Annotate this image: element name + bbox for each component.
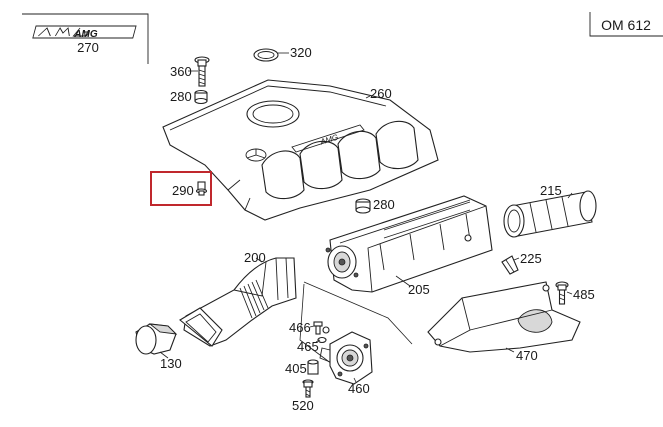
label-320: 320 [290,45,312,60]
part-205-intake-housing[interactable]: 205 [325,195,493,297]
label-260: 260 [370,86,392,101]
part-280-grommet-lower[interactable]: 280 [355,197,395,214]
part-130-duct-end[interactable]: 130 [135,323,182,371]
assembly-leader-lines [299,281,413,371]
part-466-bolt[interactable]: 466 [289,320,330,335]
amg-logo-box[interactable]: AMG 270 [22,13,149,64]
amg-logo-icon: AMG [32,25,137,40]
label-280-lower: 280 [373,197,395,212]
part-200-air-duct[interactable]: 200 [179,250,297,347]
part-290-fastener[interactable]: 290 [150,171,212,206]
part-360-bolt[interactable]: 360 [170,56,210,87]
label-130: 130 [160,356,182,371]
part-485-bolt[interactable]: 485 [555,281,595,305]
part-280-grommet-upper[interactable]: 280 [170,89,208,105]
part-465-washer[interactable]: 465 [297,336,327,355]
engine-code: OM 612 [601,17,651,33]
label-405: 405 [285,361,307,376]
highlight-box-290 [150,171,212,206]
label-280-upper: 280 [170,89,192,104]
part-460-throttle-body[interactable]: 460 [319,331,373,396]
label-215: 215 [540,183,562,198]
amg-logo-text: AMG [73,29,98,40]
label-200: 200 [244,250,266,265]
part-225-clip[interactable]: 225 [501,251,542,275]
label-465: 465 [297,339,319,354]
label-205: 205 [408,282,430,297]
fastener-290-icon [195,181,208,196]
part-405-sleeve[interactable]: 405 [285,359,319,376]
label-270: 270 [77,40,99,55]
part-520-bolt[interactable]: 520 [292,379,314,413]
label-470: 470 [516,348,538,363]
label-485: 485 [573,287,595,302]
part-215-filter[interactable]: 215 [503,183,597,238]
part-470-shield[interactable]: 470 [427,281,581,363]
label-520: 520 [292,398,314,413]
label-225: 225 [520,251,542,266]
star-emblem-icon [245,148,267,162]
label-460: 460 [348,381,370,396]
engine-code-box: OM 612 [589,12,663,37]
label-466: 466 [289,320,311,335]
part-260-engine-cover[interactable]: AMG 260 [162,79,439,221]
part-320-gasket[interactable]: 320 [253,45,312,62]
label-290: 290 [172,183,194,198]
label-360: 360 [170,64,192,79]
